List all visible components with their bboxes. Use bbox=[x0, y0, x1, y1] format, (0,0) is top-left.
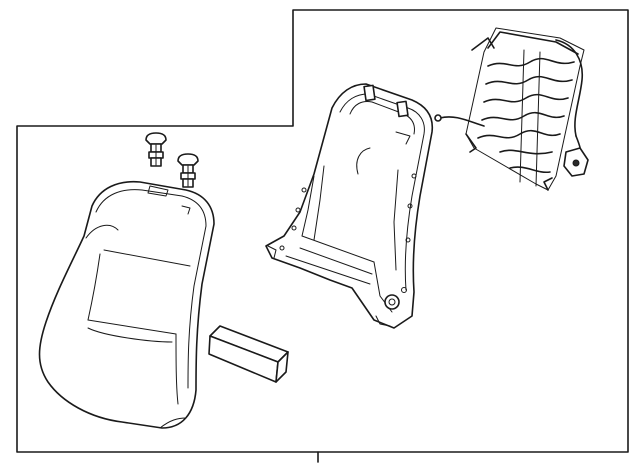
foam-pad[interactable] bbox=[208, 325, 289, 383]
lumbar-support-assembly[interactable] bbox=[434, 27, 589, 191]
headrest-guide-left[interactable] bbox=[145, 132, 167, 167]
seat-back-cushion[interactable] bbox=[38, 180, 215, 429]
seat-back-frame[interactable] bbox=[265, 83, 434, 329]
diagram-frame bbox=[16, 9, 629, 453]
headrest-guide-right[interactable] bbox=[177, 153, 199, 188]
